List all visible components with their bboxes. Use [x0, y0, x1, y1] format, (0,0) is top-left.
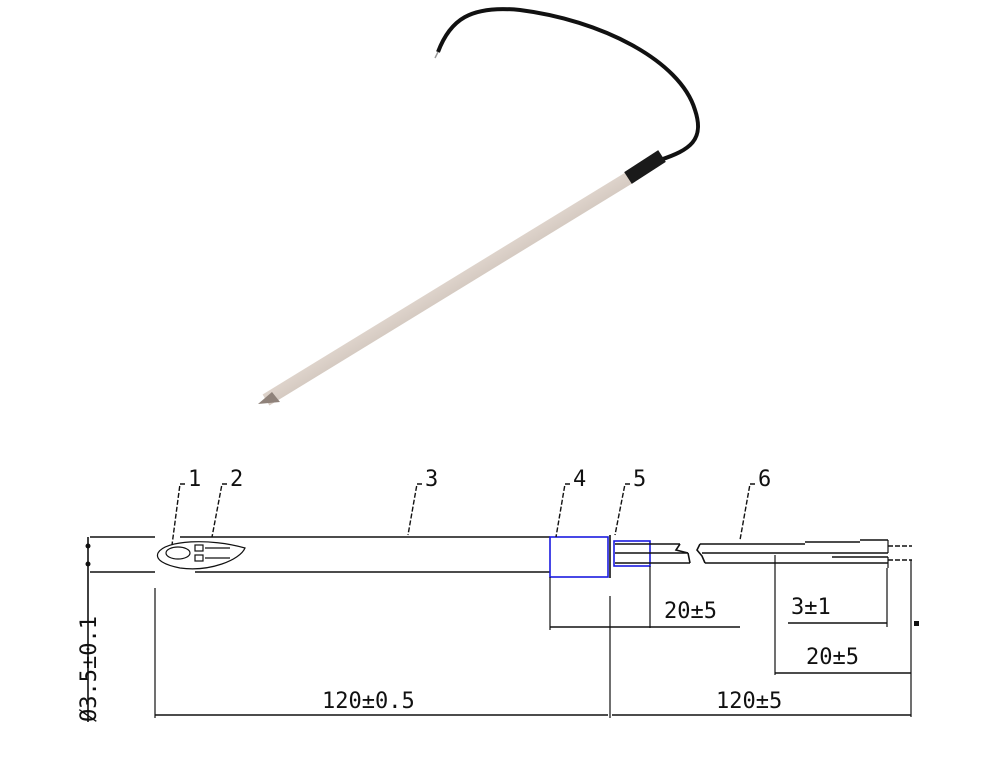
probe-tip: [258, 392, 280, 404]
callout-6: 6: [758, 467, 771, 492]
probe-photo: [258, 7, 701, 406]
diameter-dimension: Ø3.5±0.1: [77, 616, 102, 722]
cable-length-dimension: 120±5: [716, 689, 782, 714]
heat-shrink-sleeve: [624, 150, 666, 184]
split-length-dimension: 20±5: [806, 645, 859, 670]
probe-length-dimension: 120±0.5: [322, 689, 415, 714]
callout-2: 2: [230, 467, 243, 492]
sleeve-highlight: [549, 536, 609, 578]
steel-rod: [262, 170, 636, 406]
sleeve-length-dimension: 20±5: [664, 599, 717, 624]
callout-4: 4: [573, 467, 586, 492]
callout-1: 1: [188, 467, 201, 492]
technical-drawing: 1 2 3 4 5 6 Ø3.5±0.1 120±0.5 120±5 20±5 …: [77, 467, 919, 722]
callout-3: 3: [425, 467, 438, 492]
sensor-element: [156, 541, 246, 570]
cable-photo: [436, 7, 701, 162]
callout-5: 5: [633, 467, 646, 492]
strip-length-dimension: 3±1: [791, 595, 831, 620]
